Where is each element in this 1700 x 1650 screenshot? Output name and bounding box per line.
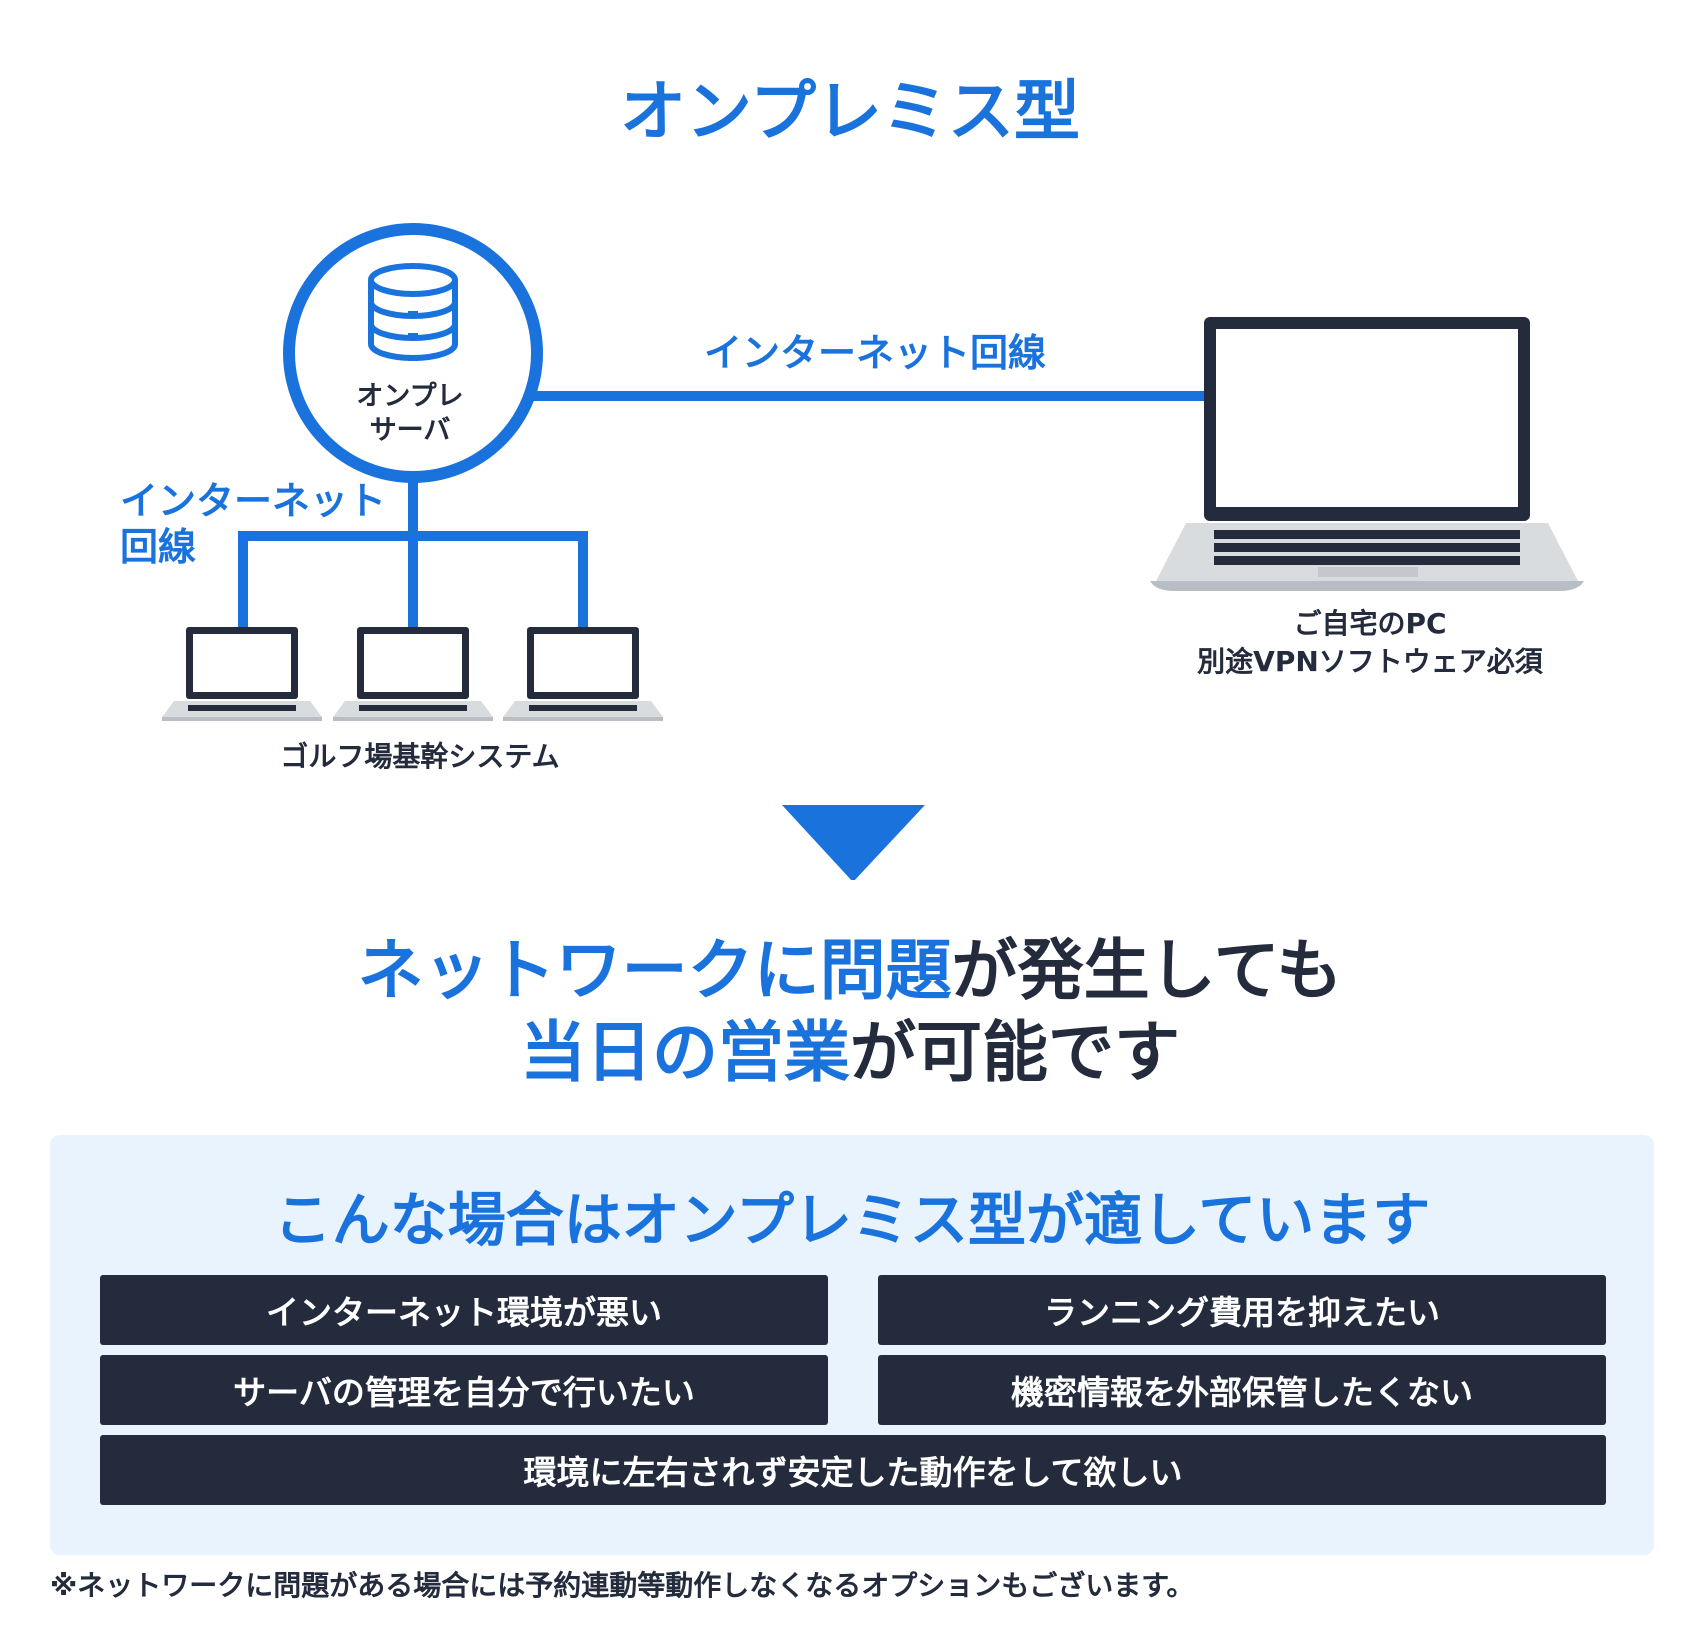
headline-line-1: ネットワークに問題が発生しても <box>357 932 1343 1009</box>
internet-line-label-top: インターネット回線 <box>704 331 1047 375</box>
home-laptop-icon <box>1150 317 1584 591</box>
branch-line <box>238 531 588 628</box>
client-systems-caption: ゴルフ場基幹システム <box>280 740 560 773</box>
server-circle <box>283 223 543 483</box>
laptop-icon <box>503 627 663 721</box>
internet-line-label-left: インターネット 回線 <box>120 479 387 569</box>
headline: ネットワークに問題が発生しても 当日の営業が可能です <box>0 930 1700 1094</box>
case-item: インターネット環境が悪い <box>100 1275 828 1345</box>
connection-lines <box>238 391 1210 628</box>
panel-title: こんな場合はオンプレミス型が適しています <box>273 1186 1431 1254</box>
laptop-icon <box>162 627 322 721</box>
suitable-cases-panel: こんな場合はオンプレミス型が適しています インターネット環境が悪い ランニング費… <box>50 1135 1654 1555</box>
headline-line-2: 当日の営業が可能です <box>520 1014 1180 1091</box>
laptop-icon <box>333 627 493 721</box>
network-diagram <box>162 223 1584 880</box>
database-icon <box>368 263 458 361</box>
footnote: ※ネットワークに問題がある場合には予約連動等動作しなくなるオプションもございます… <box>50 1569 1195 1602</box>
case-item: ランニング費用を抑えたい <box>878 1275 1606 1345</box>
page-title: オンプレミス型 <box>619 73 1081 150</box>
case-item: 機密情報を外部保管したくない <box>878 1355 1606 1425</box>
home-pc-caption: ご自宅のPC 別途VPNソフトウェア必須 <box>1197 607 1543 678</box>
case-item: サーバの管理を自分で行いたい <box>100 1355 828 1425</box>
server-label: オンプレ サーバ <box>356 381 464 446</box>
case-item: 環境に左右されず安定した動作をして欲しい <box>100 1435 1606 1505</box>
down-arrow-icon <box>782 805 925 880</box>
